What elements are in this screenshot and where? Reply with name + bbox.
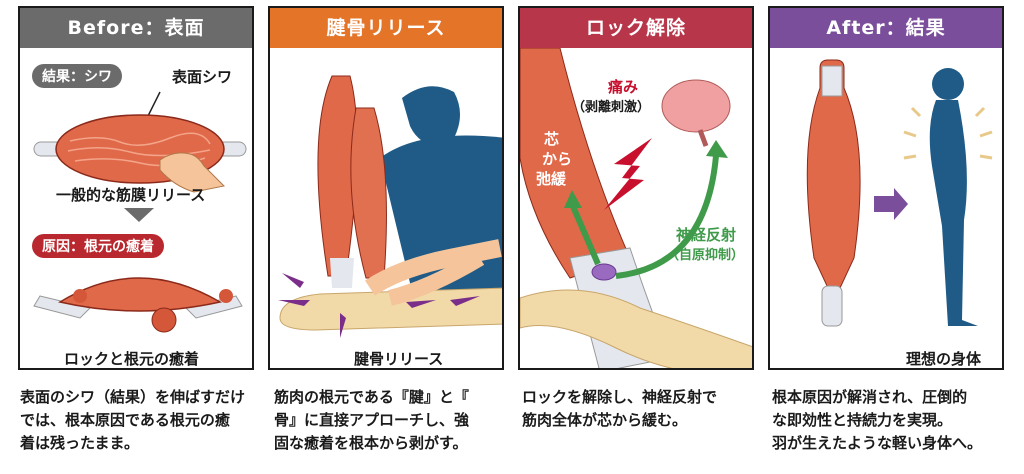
relax-label-2: から <box>542 150 573 168</box>
caption-line: 筋肉の根元である『腱』と『 <box>274 388 469 406</box>
panel-before-body: 結果：シワ 表面シワ 一般的な筋膜リリース 原因：根元の癒着 ロックと根元の癒着 <box>20 48 252 368</box>
caption-line: 羽が生えたような軽い身体へ。 <box>772 434 983 452</box>
relax-label-3: 弛緩 <box>536 170 567 188</box>
caption-before: 表面のシワ（結果）を伸ばすだけ では、根本原因である根元の癒 着は残ったまま。 <box>20 386 260 455</box>
panel-after: After：結果 理想の身体 <box>768 6 1004 370</box>
after-illustration <box>806 59 993 327</box>
caption-line: 骨』に直接アプローチし、強 <box>274 411 470 429</box>
knotted-muscle-illustration <box>33 277 243 333</box>
panel-after-body: 理想の身体 <box>770 48 1002 368</box>
panel-tendon-bone-header: 腱骨リリース <box>270 8 502 48</box>
relax-label-1: 芯 <box>544 130 560 148</box>
tendon-release-illustration <box>278 75 502 338</box>
panel-lock-release-header: ロック解除 <box>520 8 752 48</box>
ideal-body-label: 理想の身体 <box>906 350 982 368</box>
panel-tendon-bone-body: 腱骨リリース <box>270 48 502 368</box>
panel-lock-release-body: 痛み （剥離刺激） 芯 から 弛緩 神経反射 （自原抑制） <box>520 48 752 368</box>
down-triangle-icon <box>124 208 154 222</box>
caption-line: な即効性と持続力を実現。 <box>772 411 953 429</box>
caption-line: ロックを解除し、神経反射で <box>522 388 718 406</box>
panel-lock-release: ロック解除 痛み （剥離刺激） 芯 から 弛緩 神経反射 （自原抑制） <box>518 6 754 370</box>
panel-after-header: After：結果 <box>770 8 1002 48</box>
caption-tendon-bone: 筋肉の根元である『腱』と『 骨』に直接アプローチし、強 固な癒着を根本から剥がす… <box>274 386 514 455</box>
lock-release-illustration <box>520 48 752 368</box>
lock-adhesion-label: ロックと根元の癒着 <box>64 350 200 368</box>
general-release-label: 一般的な筋膜リリース <box>56 186 206 204</box>
pain-sub-label: （剥離刺激） <box>572 100 651 115</box>
pain-label: 痛み <box>608 78 639 96</box>
result-wrinkle-pill: 結果：シワ <box>32 64 122 88</box>
surface-wrinkle-label: 表面シワ <box>172 68 233 86</box>
caption-line: 固な癒着を根本から剥がす。 <box>274 434 468 452</box>
caption-lock-release: ロックを解除し、神経反射で 筋肉全体が芯から緩む。 <box>522 386 762 432</box>
caption-line: 筋肉全体が芯から緩む。 <box>522 411 688 429</box>
caption-line: 着は残ったまま。 <box>20 434 139 452</box>
panel-tendon-bone-release: 腱骨リリース 腱骨リリース <box>268 6 504 370</box>
caption-line: 根本原因が解消され、圧倒的 <box>772 388 968 406</box>
tendon-bone-release-label: 腱骨リリース <box>354 350 444 368</box>
nerve-reflex-label: 神経反射 <box>676 226 737 244</box>
panel-before: Before：表面 結果：シワ 表面シワ 一般的な筋膜リリース 原因：根元の癒着… <box>18 6 254 370</box>
panel-before-header: Before：表面 <box>20 8 252 48</box>
nerve-reflex-sub-label: （自原抑制） <box>666 248 745 263</box>
caption-line: では、根本原因である根元の癒 <box>20 411 230 429</box>
caption-line: 表面のシワ（結果）を伸ばすだけ <box>20 388 246 406</box>
caption-after: 根本原因が解消され、圧倒的 な即効性と持続力を実現。 羽が生えたような軽い身体へ… <box>772 386 1012 455</box>
wrinkled-muscle-illustration <box>33 91 247 193</box>
cause-adhesion-pill: 原因：根元の癒着 <box>32 234 164 258</box>
